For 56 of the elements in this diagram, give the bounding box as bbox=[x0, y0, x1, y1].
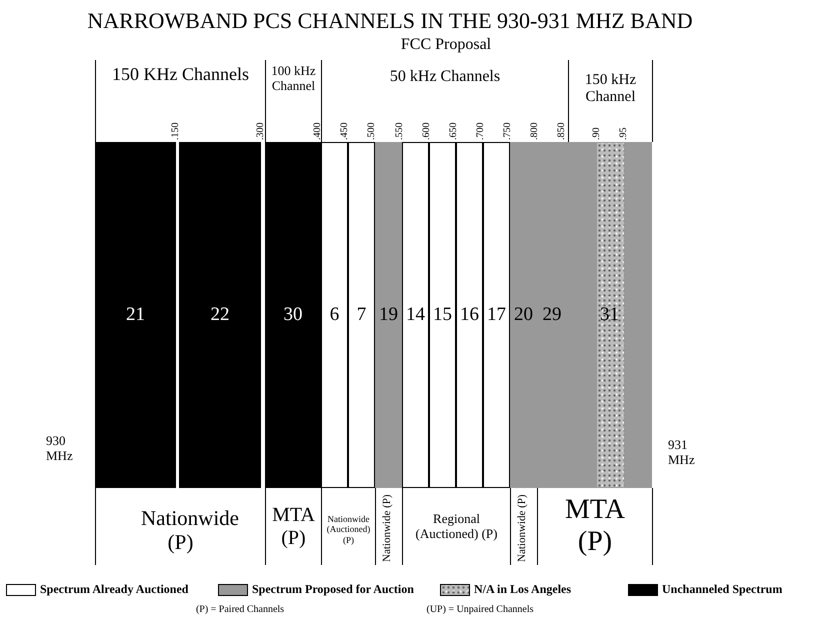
tick-label: .850 bbox=[556, 122, 567, 140]
channel-band bbox=[95, 142, 176, 488]
region-label: Nationwide (P) bbox=[95, 488, 266, 565]
tick-label: .600 bbox=[421, 122, 432, 140]
legend-label: N/A in Los Angeles bbox=[474, 582, 572, 597]
tick-label: .450 bbox=[339, 122, 350, 140]
note: (UP) = Unpaired Channels bbox=[425, 604, 534, 616]
channel-number: 21 bbox=[126, 304, 145, 326]
tick-label: .650 bbox=[448, 122, 459, 140]
channel-number: 22 bbox=[210, 304, 230, 326]
channel-number: 7 bbox=[356, 304, 366, 326]
region-label: Nationwide (Auctioned) (P) bbox=[321, 488, 376, 565]
channel-band bbox=[483, 142, 510, 488]
channel-band bbox=[456, 142, 483, 488]
channel-number: 15 bbox=[433, 304, 452, 326]
channel-number: 6 bbox=[330, 304, 340, 326]
channel-band bbox=[321, 142, 348, 488]
channel-number: 19 bbox=[379, 304, 398, 326]
tick-label: .700 bbox=[475, 122, 486, 140]
channel-number: 17 bbox=[487, 304, 506, 326]
channel-band bbox=[510, 142, 537, 488]
tick-label: .400 bbox=[312, 122, 323, 140]
region-label: Nationwide (P) bbox=[375, 488, 403, 565]
tick-label: .90 bbox=[591, 128, 602, 140]
region-label: MTA (P) bbox=[265, 488, 322, 565]
tick-label: .750 bbox=[502, 122, 513, 140]
region-label: Regional (Auctioned) (P) bbox=[402, 488, 511, 565]
channel-band bbox=[265, 142, 321, 488]
channel-band bbox=[179, 142, 261, 488]
legend-label: Spectrum Already Auctioned bbox=[40, 582, 188, 597]
diagram-title: NARROWBAND PCS CHANNELS IN THE 930-931 MHZ BAND bbox=[86, 8, 694, 34]
channel-number: 30 bbox=[284, 304, 302, 326]
legend-label: Unchanneled Spectrum bbox=[662, 582, 782, 597]
tick-label: .500 bbox=[366, 122, 377, 140]
legend-label: Spectrum Proposed for Auction bbox=[252, 582, 414, 597]
region-label: Nationwide (P) bbox=[510, 488, 538, 565]
channel-band bbox=[567, 142, 652, 488]
channel-number: 31 bbox=[600, 304, 619, 326]
tick-label: .800 bbox=[529, 122, 540, 140]
frequency-label: 931 MHz bbox=[668, 438, 696, 468]
channel-number: 14 bbox=[406, 304, 425, 326]
note: (P) = Paired Channels bbox=[194, 604, 286, 616]
tick-label: .550 bbox=[394, 122, 405, 140]
tick-label: .150 bbox=[170, 122, 181, 140]
channel-number: 29 bbox=[542, 304, 562, 326]
channel-band bbox=[429, 142, 456, 488]
frequency-label: 930 MHz bbox=[46, 434, 74, 464]
channel-number: 16 bbox=[460, 304, 479, 326]
channel-band bbox=[348, 142, 375, 488]
channel-band bbox=[375, 142, 402, 488]
subtitle: FCC Proposal bbox=[400, 36, 492, 54]
region-label: MTA (P) bbox=[537, 488, 653, 565]
tick-label: .95 bbox=[618, 128, 629, 140]
channel-number: 20 bbox=[514, 304, 533, 326]
tick-label: .300 bbox=[255, 122, 266, 140]
channel-band bbox=[402, 142, 429, 488]
